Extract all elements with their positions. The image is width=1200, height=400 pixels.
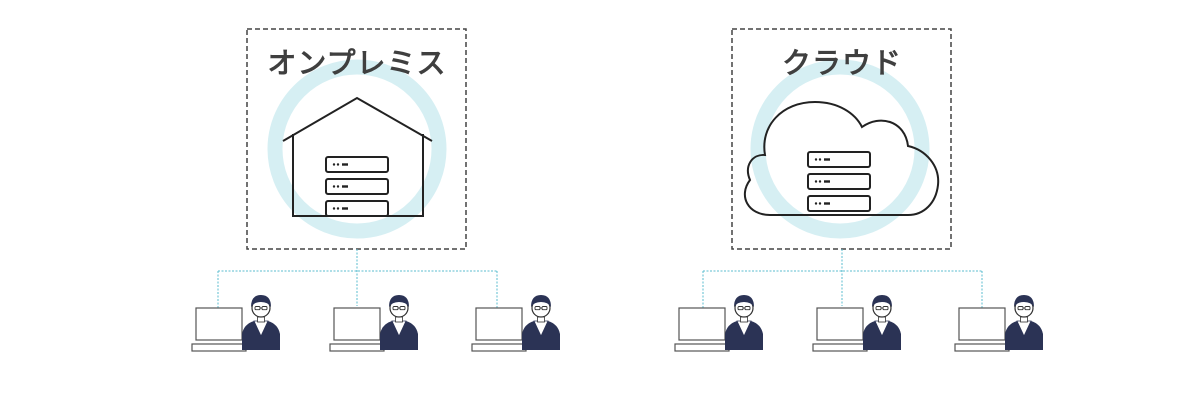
server-rack-icon: [325, 156, 389, 217]
workstation-icon: [812, 294, 902, 352]
cloud-icon: [743, 100, 940, 216]
server-rack-icon: [807, 151, 871, 212]
cloud-title: クラウド: [781, 46, 902, 80]
workstation-icon: [191, 294, 281, 352]
cloud-network: [702, 249, 983, 308]
onpremise-network: [217, 249, 498, 308]
onpremise-title: オンプレミス: [267, 46, 447, 80]
workstation-icon: [471, 294, 561, 352]
onpremise-halo: [267, 59, 447, 239]
cloud-halo: [750, 59, 930, 239]
workstation-icon: [954, 294, 1044, 352]
workstation-icon: [674, 294, 764, 352]
workstation-icon: [329, 294, 419, 352]
